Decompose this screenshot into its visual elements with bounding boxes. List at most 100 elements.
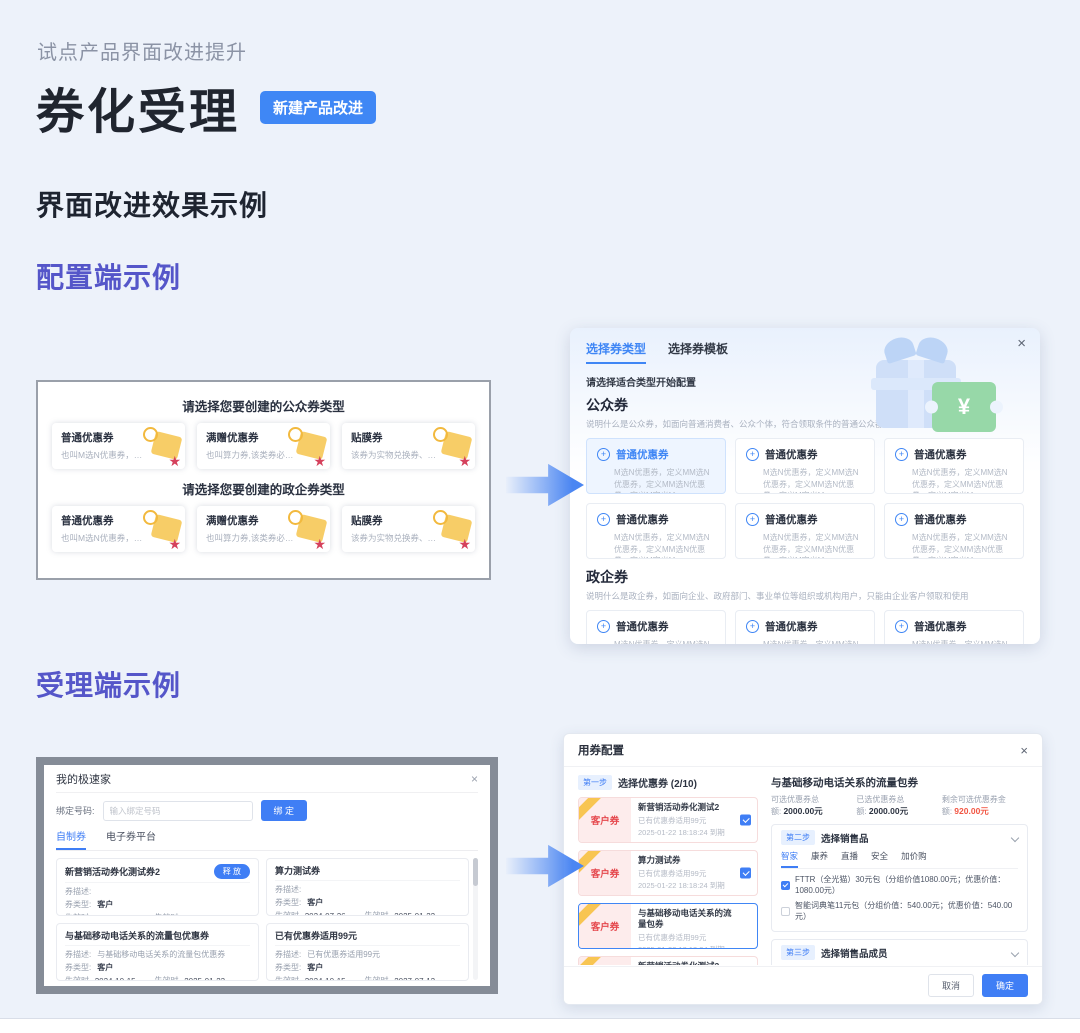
star-icon: ★ [458,454,471,468]
checkbox-checked-icon[interactable] [781,881,790,890]
selectable-coupon-card[interactable]: 客户券 新营销活动券化测试2 已有优惠券适用99元 2025-01-22 18:… [578,797,758,843]
selectable-coupon-card[interactable]: 客户券 算力测试券 已有优惠券适用99元 2025-01-22 18:18:24… [578,850,758,896]
coupon-template-title: 普通优惠券 [914,619,967,634]
circle-plus-icon: + [746,513,759,526]
page-eyebrow: 试点产品界面改进提升 [37,36,247,65]
tab-智家[interactable]: 智家 [781,850,798,868]
accept-after-modal: 用券配置 × 第一步 选择优惠券 (2/10) 客户券 新营销活动券化测试2 已… [563,733,1043,1005]
coupon-template-card[interactable]: + 普通优惠券 M选N优惠券，定义MM选N优惠券，定义MM选N优惠券，定义M定义… [884,438,1024,494]
close-icon[interactable]: × [1020,743,1028,758]
step1-badge: 第一步 [578,775,612,790]
confirm-button[interactable]: 确定 [982,974,1028,997]
checkbox-checked-icon[interactable] [740,868,751,879]
amount-stat: 已选优惠券总额: 2000.00元 [856,794,933,817]
coupon-template-card[interactable]: + 普通优惠券 M选N优惠券，定义MM选N优惠券，定义MM选N优惠券，定义M定义… [735,503,875,559]
member-group-name: FTTR标准套餐减免券-组+[2024.07]FTTR10元标准套餐 [781,964,1018,965]
customer-coupon-tag: 客户券 [579,798,631,842]
close-icon[interactable]: × [471,772,478,786]
coupon-type-card[interactable]: 普通优惠券 也叫M选N优惠券，通过定义M个... ★ [52,506,185,552]
gift-coupon-illustration: ¥ [866,338,996,432]
tab-康养[interactable]: 康养 [811,850,828,868]
my-coupon-card[interactable]: 与基础移动电话关系的流量包优惠券 券描述:与基础移动电话关系的流量包优惠券 券类… [56,923,259,981]
coupon-type-card[interactable]: 贴膜券 该券为实物兑换券、用户通过线上... ★ [342,423,475,469]
coupon-template-title: 普通优惠券 [914,447,967,462]
coupon-desc: 已有优惠券适用99元 [638,868,739,879]
checkbox-icon[interactable] [781,907,790,916]
coupon-group-title: 请选择您要创建的公众券类型 [52,396,475,415]
bind-number-label: 绑定号码: [56,804,95,817]
coupon-title: 与基础移动电话关系的流量包券 [638,908,739,930]
coupon-type-card[interactable]: 满赠优惠券 也叫算力券,该类券必须定义关联销... ★ [197,423,330,469]
coupon-tag-icon: ★ [140,427,182,465]
modal-title: 用券配置 [578,742,624,758]
coupon-type-card[interactable]: 普通优惠券 也叫M选N优惠券，通过定义M个... ★ [52,423,185,469]
tab-电子券平台[interactable]: 电子券平台 [106,828,156,850]
step3-badge: 第三步 [781,945,815,960]
step2-badge: 第二步 [781,830,815,845]
coupon-template-desc: M选N优惠券，定义MM选N优惠券，定义MM选N优惠券，定义M定义M [746,532,864,559]
coupon-source-tabs: 自制券 电子券平台 [56,828,478,851]
coupon-type-card[interactable]: 贴膜券 该券为实物兑换券、用户通过线上... ★ [342,506,475,552]
chevron-down-icon[interactable] [1011,833,1019,841]
tab-安全[interactable]: 安全 [871,850,888,868]
star-icon: ★ [313,454,326,468]
coupon-desc: 已有优惠券适用99元 [638,932,739,943]
my-coupon-card[interactable]: 算力测试券 券描述: 券类型:客户 生效时间:2024-07-26 18:18:… [266,858,469,916]
coupon-template-card[interactable]: + 普通优惠券 M选N优惠券，定义MM选N优惠券，定义MM选N优惠券，定义M定义… [884,503,1024,559]
coupon-template-card[interactable]: + 普通优惠券 M选N优惠券，定义MM选N优惠券，定义MM选N优惠券，定义M定义… [884,610,1024,644]
section-title: 界面改进效果示例 [36,184,268,224]
page-title-row: 券化受理 新建产品改进 [36,72,376,142]
coupon-tag-icon: ★ [140,510,182,548]
selectable-coupon-card[interactable]: 客户券 新营销活动券化测试2 已有优惠券适用99元 [578,956,758,965]
product-option[interactable]: FTTR（全光猫）30元包（分组价值1080.00元；优惠价值：1080.00元… [781,874,1018,896]
coupon-template-card[interactable]: + 普通优惠券 M选N优惠券，定义MM选N优惠券，定义MM选N优惠券，定义M定义… [586,610,726,644]
coupon-template-card[interactable]: + 普通优惠券 M选N优惠券，定义MM选N优惠券，定义MM选N优惠券，定义M定义… [735,438,875,494]
page-bottom-divider [0,1018,1080,1033]
checkbox-checked-icon[interactable] [740,815,751,826]
coupon-title: 新营销活动券化测试2 [638,961,739,965]
scrollbar[interactable] [473,858,478,980]
page-title: 券化受理 [36,72,240,142]
tab-选择券模板[interactable]: 选择券模板 [668,340,728,364]
coupon-card-grid: 新营销活动券化测试券2 释 放 券描述: 券类型:客户 生效时间:2024-07… [56,858,478,981]
coupon-type-desc: 该券为实物兑换券、用户通过线上... [351,532,438,544]
coupon-template-card[interactable]: + 普通优惠券 M选N优惠券，定义MM选N优惠券，定义MM选N优惠券，定义M定义… [735,610,875,644]
config-before-panel: 请选择您要创建的公众券类型 普通优惠券 也叫M选N优惠券，通过定义M个... ★… [36,380,491,580]
corner-ribbon-icon [579,957,605,965]
my-coupon-title: 与基础移动电话关系的流量包优惠券 [65,929,209,942]
star-icon: ★ [313,537,326,551]
accept-before-window: 我的极速家 × 绑定号码: 绑 定 自制券 电子券平台 新营销活动券化测试券2 … [36,757,498,994]
coupon-template-title: 普通优惠券 [616,512,669,527]
scrollbar-thumb[interactable] [473,858,478,886]
release-button[interactable]: 释 放 [214,864,250,879]
coupon-tag-icon: ★ [430,427,472,465]
bind-button[interactable]: 绑 定 [261,800,308,821]
step2-label: 选择销售品 [821,831,869,845]
coupon-section-desc: 说明什么是政企券，如面向企业、政府部门、事业单位等组织或机构用户，只能由企业客户… [586,590,1024,602]
circle-plus-icon: + [895,620,908,633]
close-icon[interactable]: × [1017,335,1026,352]
tab-加价购[interactable]: 加价购 [901,850,927,868]
step2-box: 第二步 选择销售品 智家 康养 直播 安全 加价购 FTTR（全光猫）30元包（… [771,824,1028,932]
my-coupon-title: 算力测试券 [275,864,320,877]
chevron-down-icon[interactable] [1011,948,1019,956]
coupon-type-card[interactable]: 满赠优惠券 也叫算力券,该类券必须定义关联销... ★ [197,506,330,552]
bind-number-input[interactable] [103,801,253,821]
my-coupon-card[interactable]: 新营销活动券化测试券2 释 放 券描述: 券类型:客户 生效时间:2024-07… [56,858,259,916]
tab-自制券[interactable]: 自制券 [56,828,86,850]
circle-plus-icon: + [597,620,610,633]
selectable-coupon-card[interactable]: 客户券 与基础移动电话关系的流量包券 已有优惠券适用99元 2025-01-22… [578,903,758,949]
corner-ribbon-icon [579,904,605,930]
coupon-template-desc: M选N优惠券，定义MM选N优惠券，定义MM选N优惠券，定义M定义M [895,639,1013,644]
coupon-template-card[interactable]: + 普通优惠券 M选N优惠券，定义MM选N优惠券，定义MM选N优惠券，定义M定义… [586,438,726,494]
tab-直播[interactable]: 直播 [841,850,858,868]
step3-label: 选择销售品成员 [821,946,888,960]
coupon-expire: 2025-01-22 18:18:24 到期 [638,880,739,891]
cancel-button[interactable]: 取消 [928,974,974,997]
tab-选择券类型[interactable]: 选择券类型 [586,340,646,364]
coupon-desc: 已有优惠券适用99元 [638,815,739,826]
product-option[interactable]: 智能词典笔11元包（分组价值：540.00元；优惠价值：540.00元） [781,900,1018,922]
my-coupon-card[interactable]: 已有优惠券适用99元 券描述:已有优惠券适用99元 券类型:客户 生效时间:20… [266,923,469,981]
coupon-expire: 2025-01-22 18:18:24 到期 [638,944,739,949]
coupon-template-card[interactable]: + 普通优惠券 M选N优惠券，定义MM选N优惠券，定义MM选N优惠券，定义M定义… [586,503,726,559]
